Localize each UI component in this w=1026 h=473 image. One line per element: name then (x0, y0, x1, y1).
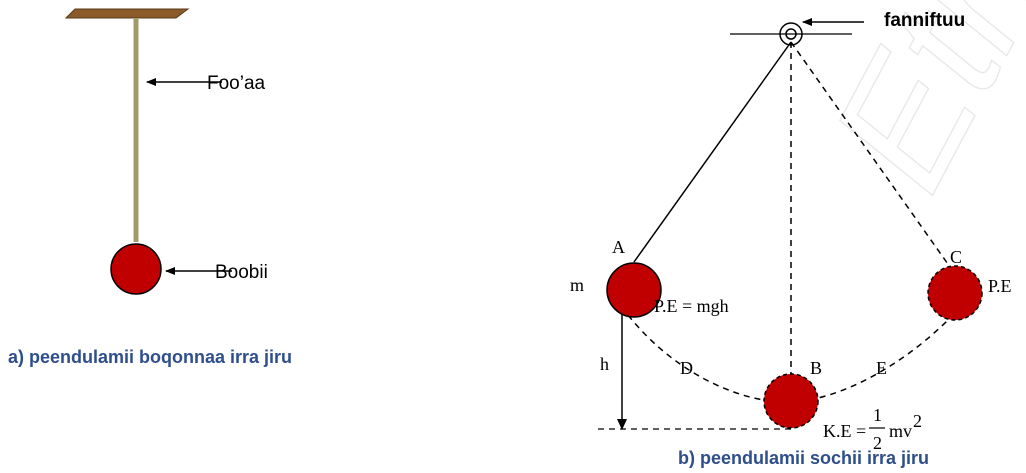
ke-numerator: 1 (873, 405, 882, 425)
pivot-label: fanniftuu (884, 10, 965, 31)
ke-mv: mv (889, 421, 912, 441)
pendulum-at-rest: Foo’aa Boobii a) peendulamii boqonnaa ir… (8, 8, 292, 367)
kinetic-energy-formula: K.E = 1 2 mv 2 (823, 405, 922, 453)
point-c-label: C (950, 247, 962, 267)
bob-at-b (763, 373, 819, 429)
point-b-label: B (810, 358, 822, 378)
ceiling-support (64, 8, 190, 19)
ke-denominator: 2 (873, 433, 882, 453)
watermark: Ethiopia (794, 0, 1026, 218)
string-label: Foo’aa (207, 73, 266, 94)
pivot-inner-ring (785, 28, 797, 40)
bob-label: Boobii (215, 262, 268, 283)
height-label: h (600, 354, 609, 374)
point-e-label: E (876, 358, 887, 378)
mass-label: m (570, 275, 584, 295)
watermark-text: Ethiopia (795, 0, 1026, 217)
ke-exponent: 2 (913, 411, 922, 431)
potential-energy-a: P.E = mgh (654, 296, 729, 316)
height-arrow-bottom-head (617, 419, 627, 430)
pendulum-bob (110, 243, 162, 295)
bob-at-a (606, 262, 662, 318)
potential-energy-c: P.E (988, 276, 1012, 296)
point-a-label: A (612, 237, 625, 257)
point-d-label: D (680, 358, 693, 378)
ke-prefix: K.E = (823, 421, 866, 441)
string-to-a (633, 41, 792, 263)
caption-a: a) peendulamii boqonnaa irra jiru (8, 347, 292, 367)
string-to-c (790, 41, 951, 268)
bob-at-c (927, 265, 983, 321)
pendulum-in-motion: fanniftuu h A B C D E m P.E = mgh P.E K.… (570, 10, 1012, 468)
caption-b: b) peendulamii sochii irra jiru (678, 448, 929, 468)
